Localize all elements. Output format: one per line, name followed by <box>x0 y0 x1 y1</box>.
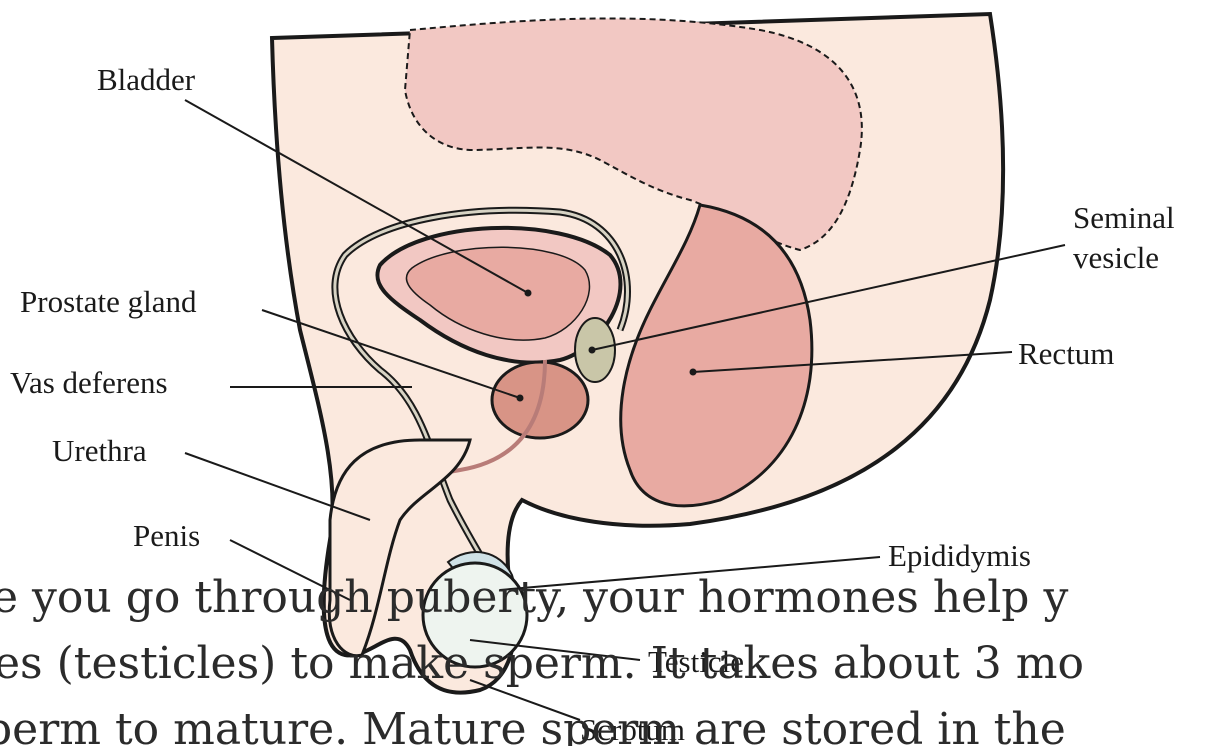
dot-prostate <box>517 395 524 402</box>
label-penis: Penis <box>133 518 200 553</box>
body-text-line-1: e you go through puberty, your hormones … <box>0 576 1068 620</box>
label-seminal: Seminal <box>1073 200 1175 235</box>
label-bladder: Bladder <box>97 62 196 97</box>
dot-bladder <box>525 290 532 297</box>
label-epididymis: Epididymis <box>888 538 1031 573</box>
body-text-line-3: perm to mature. Mature sperm are stored … <box>0 708 1066 746</box>
label-rectum: Rectum <box>1018 336 1114 371</box>
dot-seminal-vesicle <box>589 347 596 354</box>
dot-rectum <box>690 369 697 376</box>
label-vas-deferens: Vas deferens <box>10 365 168 400</box>
label-prostate-gland: Prostate gland <box>20 284 197 319</box>
label-urethra: Urethra <box>52 433 147 468</box>
label-vesicle: vesicle <box>1073 240 1159 275</box>
body-text-line-2: es (testicles) to make sperm. It takes a… <box>0 642 1084 686</box>
